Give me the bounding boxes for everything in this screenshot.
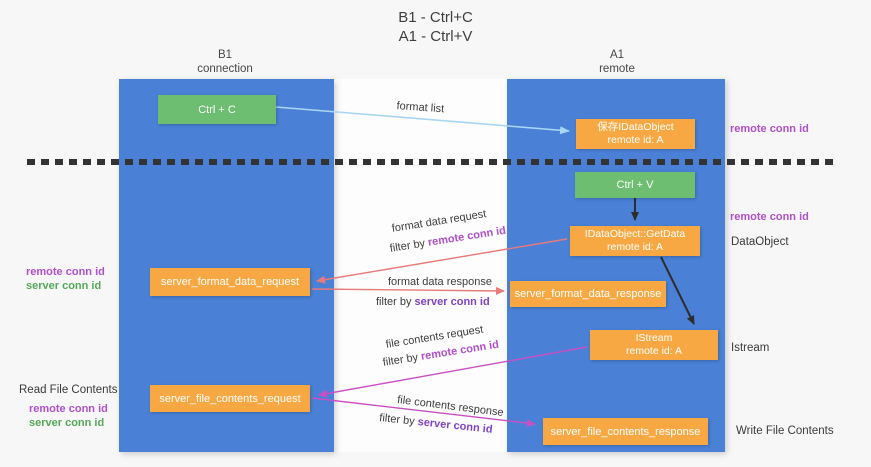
node-save-idataobject-line1: 保存IDataObject	[597, 121, 674, 133]
phase-separator-dashed-line	[27, 159, 838, 165]
lane-name-a1: A1	[609, 49, 625, 61]
lane-header-a1: A1 remote	[557, 48, 677, 76]
annotation-dataobject: DataObject	[731, 236, 789, 248]
lane-gutter	[334, 79, 507, 452]
node-server-format-data-response: server_format_data_response	[510, 281, 666, 307]
node-ctrl-v: Ctrl + V	[575, 172, 695, 198]
annotation-left-remote-conn-id-bottom: remote conn id	[29, 403, 108, 415]
node-idataobject-getdata-line1: IDataObject::GetData	[584, 228, 686, 240]
node-istream: IStream remote id: A	[590, 330, 718, 360]
annotation-left-server-conn-id-bottom: server conn id	[29, 417, 105, 429]
node-istream-line1: IStream	[635, 332, 673, 344]
annotation-istream: Istream	[731, 342, 770, 354]
node-server-format-data-response-label: server_format_data_response	[514, 288, 662, 300]
format-data-request-arrow	[316, 238, 568, 284]
node-idataobject-getdata: IDataObject::GetData remote id: A	[570, 226, 700, 256]
node-idataobject-getdata-line2: remote id: A	[606, 241, 664, 253]
format-data-response-arrow	[311, 286, 505, 295]
node-ctrl-v-label: Ctrl + V	[616, 179, 654, 191]
format-list-arrow	[275, 106, 570, 135]
file-contents-response-arrow	[311, 397, 536, 428]
filter-key-server-conn-id: server conn id	[414, 296, 490, 308]
lane-subtitle-b1: connection	[197, 63, 253, 75]
node-istream-line2: remote id: A	[625, 345, 683, 357]
node-server-file-contents-response: server_file_contents_response	[543, 418, 708, 445]
node-save-idataobject-line2: remote id: A	[607, 134, 664, 146]
node-server-file-contents-request: server_file_contents_request	[150, 385, 310, 412]
annotation-left-server-conn-id-top: server conn id	[26, 280, 102, 292]
node-server-file-contents-response-label: server_file_contents_response	[550, 425, 701, 438]
node-server-file-contents-request-label: server_file_contents_request	[159, 392, 301, 405]
node-server-format-data-request: server_format_data_request	[150, 268, 310, 296]
node-ctrl-c-label: Ctrl + C	[198, 103, 236, 116]
filter-prefix: filter by	[376, 296, 415, 308]
getdata-to-istream-arrow	[660, 256, 695, 325]
lane-name-b1: B1	[217, 49, 233, 61]
flow-label-format-data-response-text: format data response	[388, 276, 492, 288]
lane-header-b1: B1 connection	[165, 48, 285, 76]
flow-label-format-data-response: format data response	[388, 276, 492, 288]
node-ctrl-c: Ctrl + C	[158, 95, 276, 124]
annotation-left-remote-conn-id-top: remote conn id	[26, 266, 105, 278]
title-line-1: B1 - Ctrl+C	[398, 9, 473, 26]
lane-subtitle-a1: remote	[599, 63, 635, 75]
annotation-read-file-contents: Read File Contents	[19, 384, 118, 396]
file-contents-request-arrow	[318, 346, 588, 398]
annotation-write-file-contents: Write File Contents	[736, 425, 834, 437]
node-save-idataobject: 保存IDataObject remote id: A	[576, 119, 695, 149]
node-server-format-data-request-label: server_format_data_request	[160, 276, 300, 288]
diagram-title: B1 - Ctrl+C A1 - Ctrl+V	[0, 8, 871, 46]
annotation-remote-conn-id-mid: remote conn id	[730, 211, 809, 223]
title-line-2: A1 - Ctrl+V	[398, 28, 473, 45]
flow-filter-format-data-response: filter by server conn id	[376, 296, 490, 308]
annotation-remote-conn-id-top: remote conn id	[730, 123, 809, 135]
